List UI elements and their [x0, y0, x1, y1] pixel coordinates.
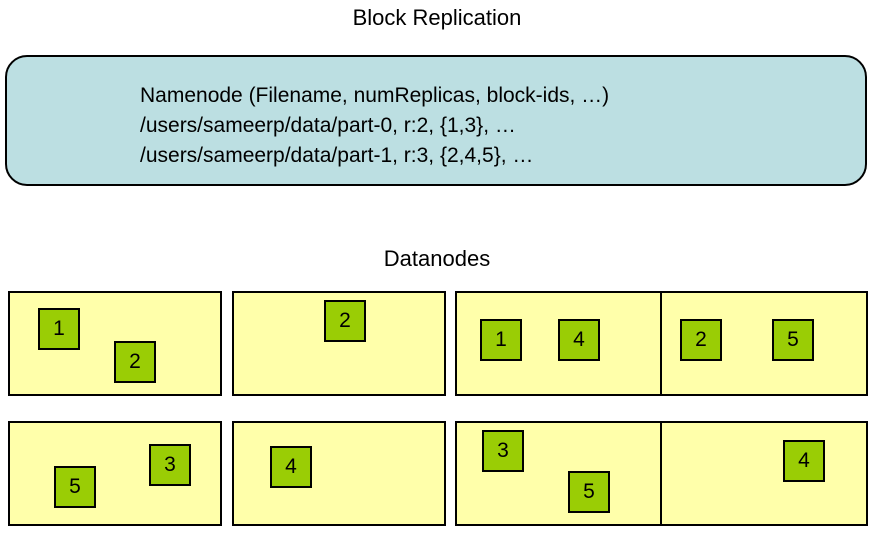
data-block: 4 — [783, 440, 825, 482]
namenode-metadata-text: Namenode (Filename, numReplicas, block-i… — [140, 81, 609, 171]
data-block: 2 — [324, 300, 366, 342]
page-title: Block Replication — [352, 5, 522, 30]
data-block: 1 — [480, 319, 522, 361]
datanode-box: 4 — [232, 421, 446, 526]
data-block: 2 — [114, 341, 156, 383]
namenode-line-header: Namenode (Filename, numReplicas, block-i… — [140, 84, 610, 107]
data-block: 3 — [149, 444, 191, 486]
namenode-line-part-1: /users/sameerp/data/part-1, r:3, {2,4,5}… — [140, 144, 534, 167]
namenode-line-part-0: /users/sameerp/data/part-0, r:2, {1,3}, … — [140, 114, 516, 137]
data-block: 4 — [270, 446, 312, 488]
datanodes-section-label: Datanodes — [383, 246, 491, 271]
data-block: 5 — [772, 319, 814, 361]
data-block: 1 — [38, 308, 80, 350]
data-block: 4 — [558, 319, 600, 361]
datanode-box: 4 — [660, 421, 868, 526]
data-block: 2 — [680, 319, 722, 361]
data-block: 3 — [482, 430, 524, 472]
namenode-box: Namenode (Filename, numReplicas, block-i… — [5, 55, 867, 186]
datanode-box: 2 — [232, 291, 446, 396]
data-block: 5 — [568, 471, 610, 513]
data-block: 5 — [54, 466, 96, 508]
